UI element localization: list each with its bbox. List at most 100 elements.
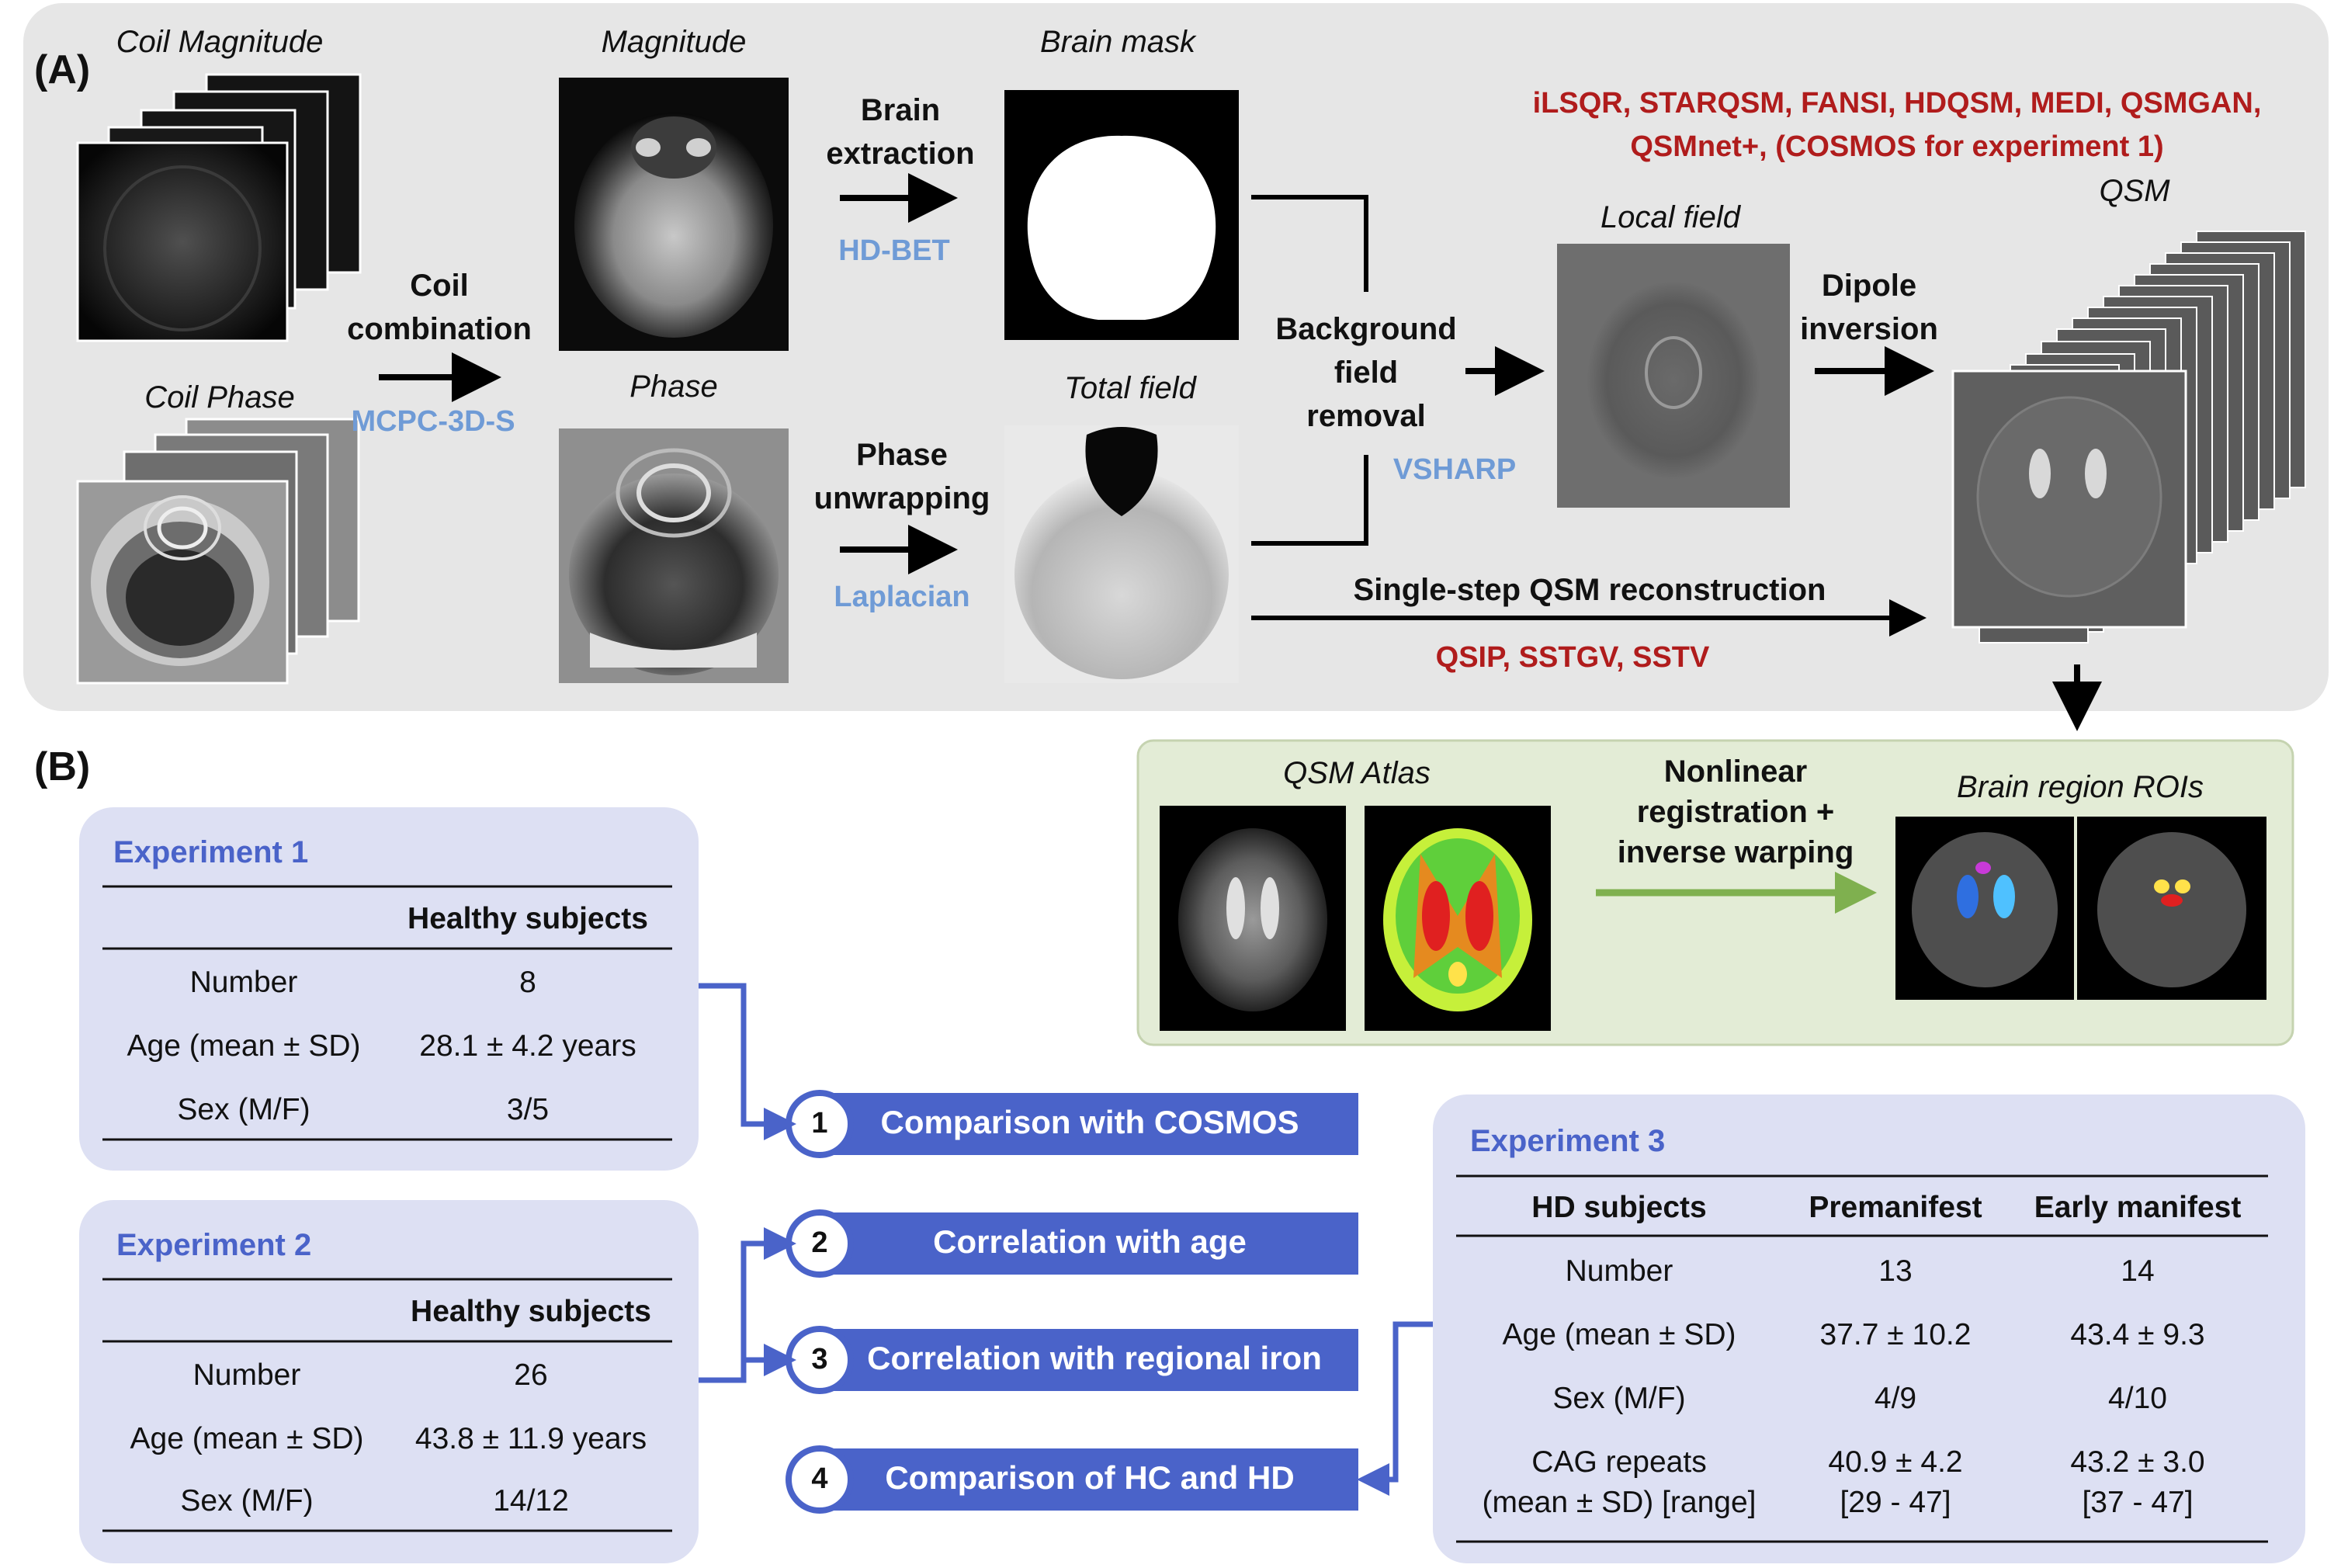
experiment-1-row-label: Number (189, 966, 298, 999)
phase-title: Phase (629, 369, 718, 404)
experiment-3-row-label: Number (1565, 1254, 1673, 1288)
experiment-1-row-label: Age (mean ± SD) (127, 1029, 361, 1063)
phase-unwrapping-line2: unwrapping (813, 481, 990, 515)
analysis-3-label: Correlation with regional iron (867, 1340, 1322, 1376)
laplacian-method: Laplacian (834, 581, 970, 613)
mcpc-method: MCPC-3D-S (351, 405, 515, 438)
analysis-2-bar (815, 1212, 1358, 1275)
experiment-3-row-pre: 13 (1878, 1254, 1913, 1288)
experiment-2-row-label: Number (192, 1358, 301, 1392)
experiment-1-row-value: 28.1 ± 4.2 years (419, 1029, 636, 1063)
exp3-connector (1357, 1321, 1433, 1496)
magnitude-image (559, 78, 789, 351)
experiment-2-title: Experiment 2 (116, 1228, 312, 1262)
analysis-1-bar (815, 1093, 1358, 1155)
analysis-3-bar (815, 1329, 1358, 1391)
brain-extraction-line1: Brain (860, 93, 941, 127)
single-step-title: Single-step QSM reconstruction (1353, 573, 1826, 607)
single-step-methods: QSIP, SSTGV, SSTV (1435, 641, 1710, 674)
experiment-3-row-early: 4/10 (2108, 1382, 2167, 1415)
experiment-3-row-pre: 4/9 (1874, 1382, 1917, 1415)
panel-a-label: (A) (34, 47, 91, 92)
analysis-1-number: 1 (811, 1107, 828, 1140)
analysis-4-label: Comparison of HC and HD (885, 1459, 1295, 1496)
local-field-image (1557, 244, 1790, 508)
experiment-3-row-label: Sex (M/F) (1552, 1382, 1686, 1415)
atlas-segmentation-image (1365, 806, 1551, 1031)
experiment-1-box (79, 807, 699, 1171)
experiment-3-box (1433, 1094, 2305, 1563)
vsharp-method: VSHARP (1392, 453, 1517, 486)
brain-extraction-line2: extraction (826, 137, 975, 171)
analysis-1-label: Comparison with COSMOS (880, 1104, 1299, 1140)
analysis-2-number: 2 (811, 1226, 828, 1259)
experiment-2-row-label: Age (mean ± SD) (130, 1422, 364, 1455)
brain-mask-image (1004, 90, 1239, 340)
background-removal-line1: Background (1275, 312, 1457, 346)
cag-label-line2: (mean ± SD) [range] (1482, 1486, 1757, 1519)
dipole-methods-line2: QSMnet+, (COSMOS for experiment 1) (1630, 130, 2164, 163)
dipole-inversion-line1: Dipole (1821, 269, 1917, 303)
experiment-2-row-value: 14/12 (493, 1484, 569, 1518)
coil-magnitude-stack (76, 73, 362, 342)
experiment-2-header: Healthy subjects (411, 1295, 651, 1328)
experiment-3-header-hd: HD subjects (1531, 1191, 1707, 1224)
experiment-3-row-pre: 37.7 ± 10.2 (1819, 1318, 1972, 1351)
experiment-3-row-early: 43.4 ± 9.3 (2070, 1318, 2205, 1351)
total-field-title: Total field (1064, 371, 1196, 405)
total-field-connector (1251, 455, 1368, 546)
experiment-2-box (79, 1200, 699, 1563)
coil-combination-line2: combination (347, 312, 532, 346)
analysis-4-circle (786, 1445, 854, 1514)
phase-unwrapping-line1: Phase (856, 438, 948, 472)
experiment-1-row-label: Sex (M/F) (177, 1093, 310, 1126)
analysis-2-label: Correlation with age (933, 1223, 1247, 1260)
cag-pre-line2: [29 - 47] (1840, 1486, 1951, 1519)
experiment-2-row-label: Sex (M/F) (180, 1484, 314, 1518)
mask-connector (1251, 195, 1368, 292)
hdbet-method: HD-BET (838, 234, 950, 267)
registration-line3: inverse warping (1617, 835, 1854, 869)
experiment-3-header-pre: Premanifest (1809, 1191, 1982, 1224)
coil-combination-line1: Coil (410, 269, 469, 303)
cag-pre-line1: 40.9 ± 4.2 (1828, 1445, 1963, 1479)
experiment-3-row-early: 14 (2121, 1254, 2155, 1288)
atlas-title: QSM Atlas (1283, 756, 1431, 790)
local-field-title: Local field (1600, 200, 1741, 234)
exp1-connector (699, 983, 796, 1140)
magnitude-title: Magnitude (601, 25, 747, 59)
experiment-3-row-label: Age (mean ± SD) (1502, 1318, 1736, 1351)
cag-early-line2: [37 - 47] (2082, 1486, 2194, 1519)
rois-title: Brain region ROIs (1957, 770, 2204, 804)
qsm-stack (1951, 231, 2306, 644)
registration-line2: registration + (1636, 795, 1835, 829)
experiment-3-header-early: Early manifest (2034, 1191, 2242, 1224)
experiment-2-row-value: 43.8 ± 11.9 years (414, 1422, 647, 1455)
background-removal-line2: field (1334, 356, 1399, 390)
experiment-1-row-value: 8 (519, 966, 536, 999)
phase-image (559, 428, 789, 683)
analysis-4-number: 4 (811, 1462, 828, 1495)
experiment-1-row-value: 3/5 (506, 1093, 550, 1126)
qsm-title: QSM (2099, 174, 2170, 208)
cag-label-line1: CAG repeats (1531, 1445, 1707, 1479)
experiment-3-title: Experiment 3 (1470, 1124, 1666, 1158)
exp2-connector (699, 1227, 796, 1383)
panel-b-label: (B) (34, 744, 91, 789)
table-rules (102, 885, 2268, 1543)
coil-phase-stack (76, 418, 360, 685)
brain-mask-title: Brain mask (1039, 25, 1196, 59)
total-field-image (1004, 425, 1239, 683)
cag-early-line1: 43.2 ± 3.0 (2070, 1445, 2205, 1479)
roi-image-right (2077, 817, 2266, 1000)
roi-image-left (1895, 817, 2074, 1000)
background-removal-line3: removal (1306, 399, 1426, 433)
experiment-1-header: Healthy subjects (408, 902, 648, 935)
registration-line1: Nonlinear (1663, 755, 1808, 789)
atlas-grayscale-image (1160, 806, 1346, 1031)
coil-phase-title: Coil Phase (144, 380, 295, 415)
dipole-methods-line1: iLSQR, STARQSM, FANSI, HDQSM, MEDI, QSMG… (1532, 87, 2262, 120)
experiment-2-row-value: 26 (514, 1358, 548, 1392)
